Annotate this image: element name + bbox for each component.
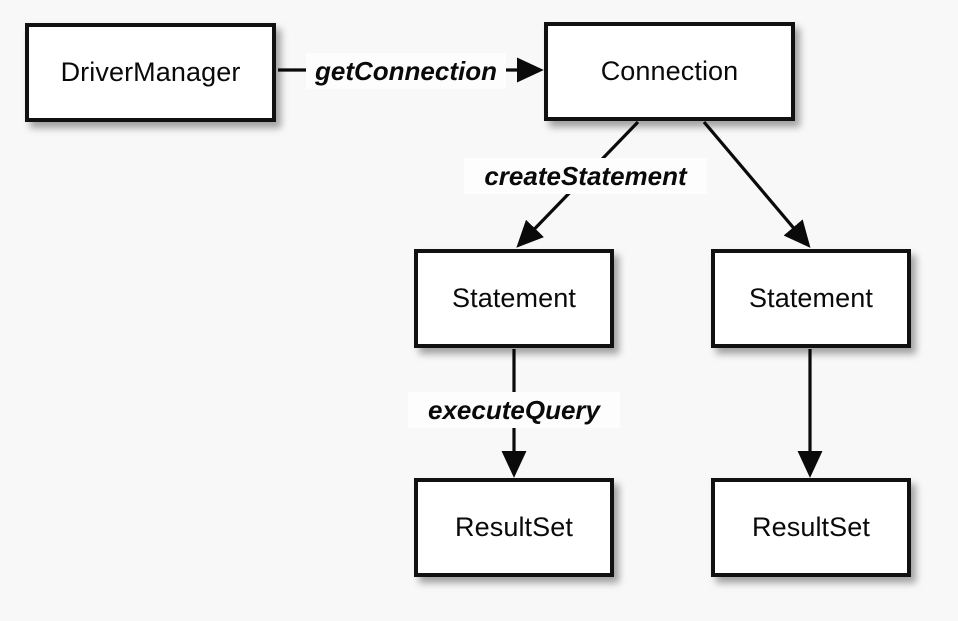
node-statement-left[interactable]: Statement [414, 249, 614, 348]
node-resultset-left[interactable]: ResultSet [414, 478, 614, 577]
node-label: Statement [749, 283, 873, 313]
edge-label-get-connection: getConnection [306, 53, 506, 89]
edge-label-text: getConnection [315, 56, 497, 86]
node-resultset-right[interactable]: ResultSet [711, 478, 911, 577]
node-label: ResultSet [752, 512, 870, 542]
node-driver-manager[interactable]: DriverManager [25, 23, 276, 122]
node-label: DriverManager [60, 57, 241, 87]
node-label: Connection [600, 56, 739, 86]
node-statement-right[interactable]: Statement [711, 249, 911, 348]
edge-label-execute-query: executeQuery [408, 392, 620, 428]
edge-label-text: createStatement [484, 161, 687, 191]
node-label: Statement [452, 283, 576, 313]
node-label: ResultSet [455, 512, 573, 542]
edge-label-create-statement: createStatement [464, 158, 707, 194]
edge-create-statement-2 [702, 120, 811, 248]
node-connection[interactable]: Connection [544, 22, 795, 121]
edge-label-text: executeQuery [428, 395, 600, 425]
